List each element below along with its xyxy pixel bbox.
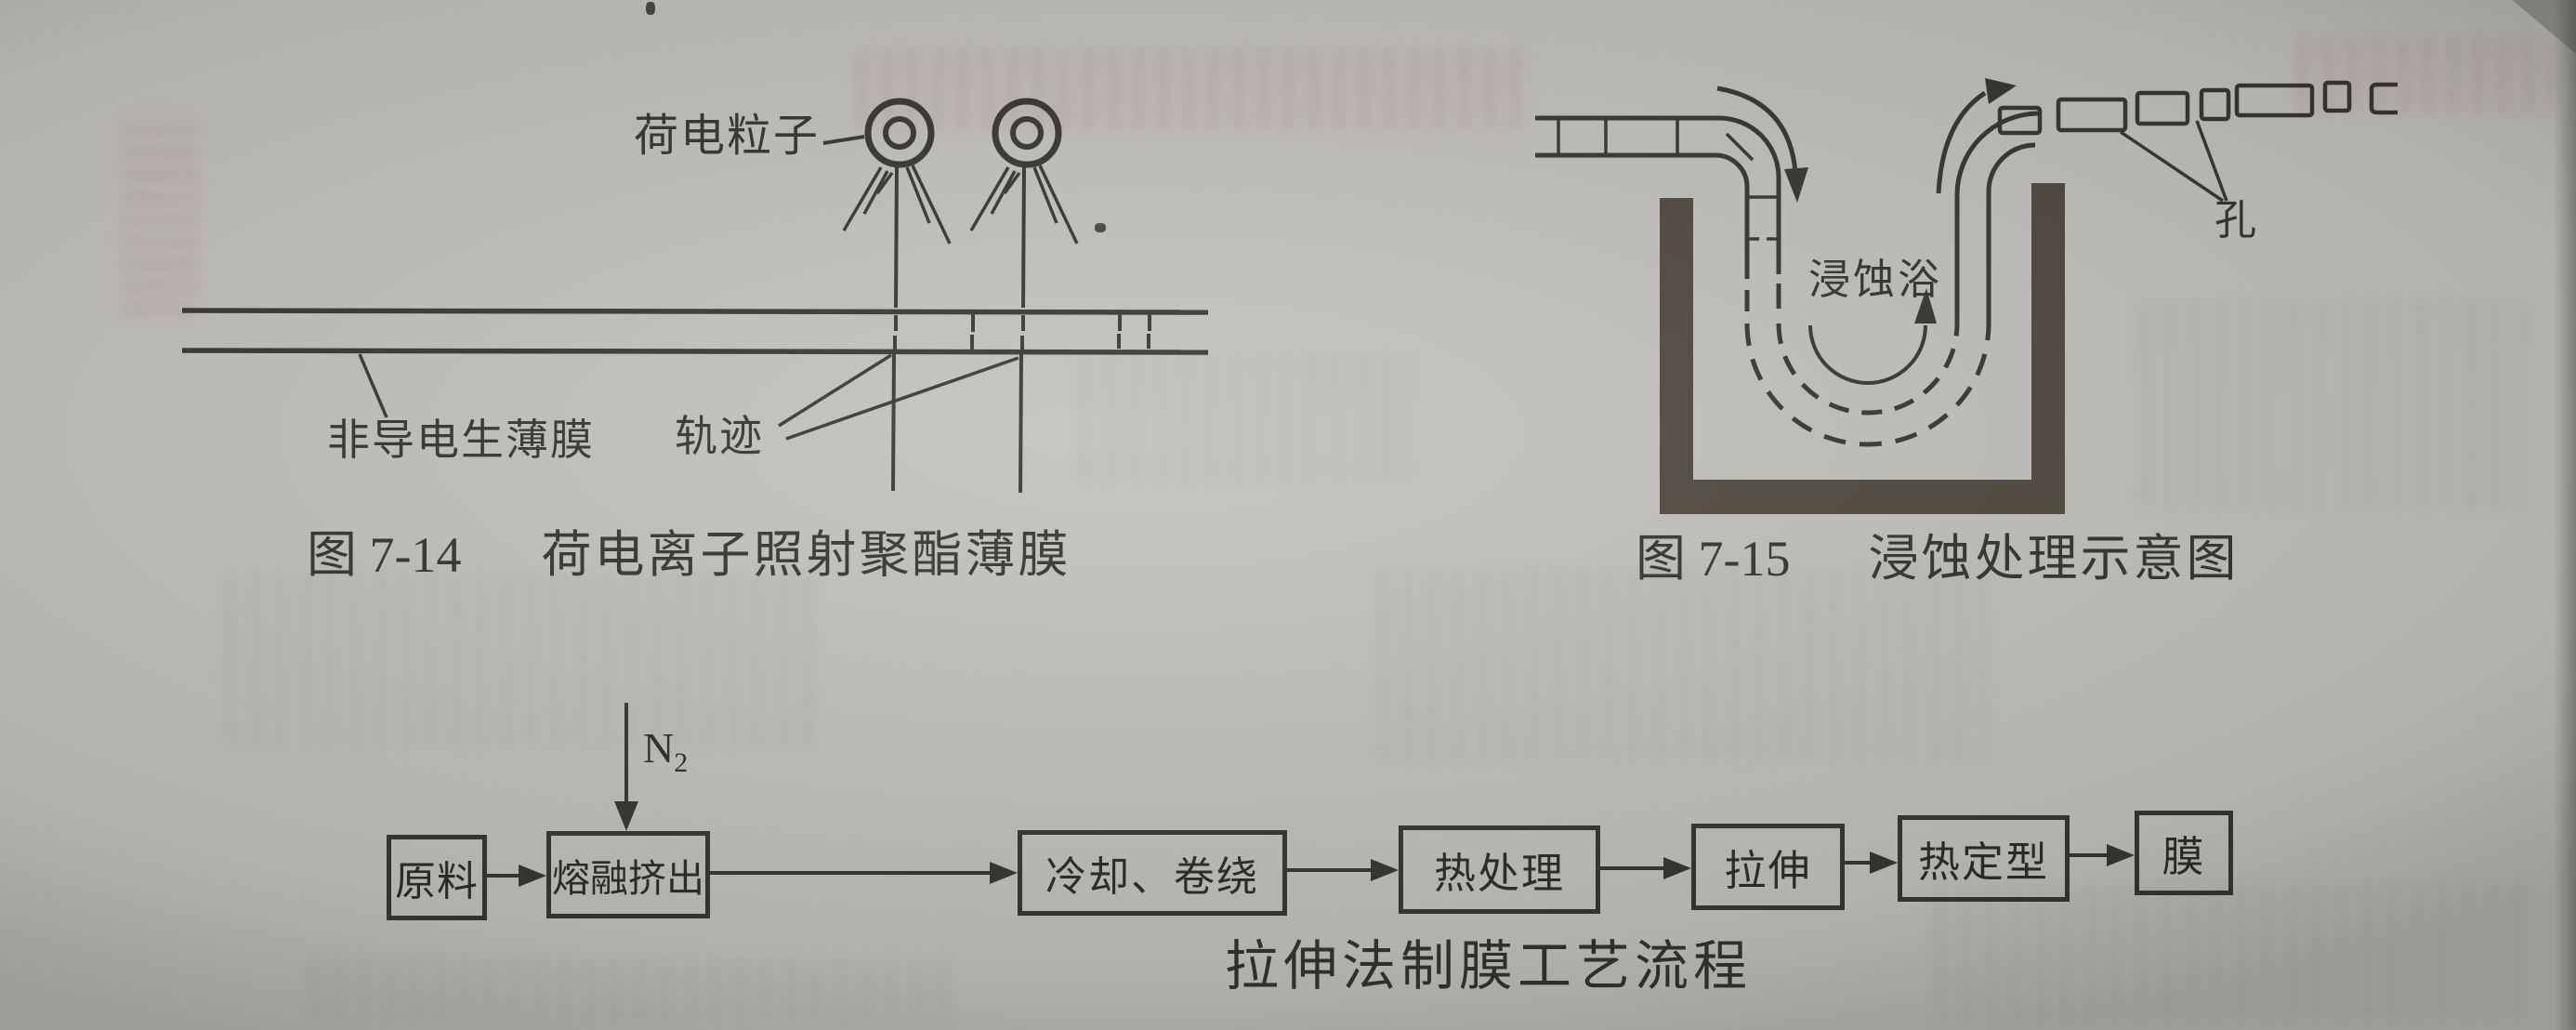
particle-label-leader bbox=[822, 135, 865, 145]
flow-arrow bbox=[1287, 859, 1399, 881]
hole-label: 孔 bbox=[2215, 197, 2257, 244]
hole-label-leader bbox=[2195, 120, 2228, 202]
trajectory-lines bbox=[891, 164, 1026, 494]
figure-7-15-title: 浸蚀处理示意图 bbox=[1868, 531, 2240, 587]
flow-step-heat-setting: 热定型 bbox=[1898, 815, 2070, 902]
charged-particle-icon bbox=[842, 98, 952, 244]
flowchart-title: 拉伸法制膜工艺流程 bbox=[1225, 936, 1753, 997]
n2-symbol: N bbox=[643, 724, 675, 772]
track-label: 轨迹 bbox=[675, 413, 764, 460]
ghost-text-smudge bbox=[2137, 297, 2528, 511]
flow-step-cooling-winding: 冷却、卷绕 bbox=[1018, 830, 1287, 916]
n2-feed-arrow bbox=[613, 703, 639, 831]
figure-7-15-number: 图 7-15 bbox=[1636, 531, 1791, 587]
ghost-text-smudge bbox=[119, 112, 201, 316]
hole-label-leader bbox=[2120, 130, 2224, 203]
fig-7-14-drawing bbox=[181, 98, 1209, 494]
ghost-text-smudge bbox=[1078, 353, 1413, 483]
etching-tank bbox=[1660, 183, 2065, 514]
track-label-leader bbox=[785, 356, 1019, 441]
perforated-film-segments bbox=[1997, 80, 2398, 136]
figure-7-14-number: 图 7-14 bbox=[307, 527, 462, 583]
charged-particle-icon bbox=[969, 98, 1079, 244]
flow-step-film: 膜 bbox=[2135, 811, 2233, 895]
ghost-text-smudge bbox=[307, 957, 957, 1023]
flow-arrow bbox=[2070, 844, 2135, 866]
ghost-text-smudge bbox=[1933, 883, 2528, 1023]
track-tick-marks bbox=[970, 312, 1151, 350]
flow-step-stretching: 拉伸 bbox=[1691, 824, 1845, 910]
flow-arrow bbox=[487, 865, 546, 887]
dust-speck bbox=[646, 2, 655, 15]
film-u-bend bbox=[1744, 288, 1991, 447]
flow-arrow bbox=[710, 862, 1018, 884]
ghost-text-smudge bbox=[2295, 35, 2556, 113]
charged-particle-label: 荷电粒子 bbox=[634, 112, 821, 161]
dust-speck bbox=[1095, 223, 1106, 232]
film-label-leader bbox=[358, 353, 388, 418]
exiting-film bbox=[1954, 111, 2040, 327]
up-exit-arrow-icon bbox=[1936, 78, 2017, 194]
n2-label: N2 bbox=[643, 723, 688, 779]
page-edge-shadow bbox=[2554, 0, 2576, 1030]
film-lines bbox=[181, 308, 1209, 355]
flow-arrow bbox=[1600, 857, 1691, 879]
fig-7-15-drawing bbox=[1535, 78, 2398, 514]
figure-7-14-caption: 图 7-14 荷电离子照射聚酯薄膜 bbox=[307, 513, 1071, 587]
flow-step-heat-treatment: 热处理 bbox=[1399, 825, 1600, 914]
ghost-text-smudge bbox=[855, 48, 1533, 130]
ghost-text-smudge bbox=[223, 572, 818, 748]
flow-step-melt-extrusion: 熔融挤出 bbox=[546, 831, 710, 918]
down-arrow-icon bbox=[1716, 86, 1808, 203]
film-label: 非导电生薄膜 bbox=[327, 416, 595, 464]
ghost-text-smudge bbox=[1375, 567, 1989, 762]
figure-7-15-caption: 图 7-15 浸蚀处理示意图 bbox=[1636, 517, 2239, 590]
track-label-leader bbox=[778, 353, 892, 428]
flow-step-raw-material: 原料 bbox=[387, 835, 487, 920]
etching-bath-label: 浸蚀浴 bbox=[1808, 257, 1943, 303]
up-arrow-icon bbox=[1914, 288, 1937, 324]
n2-subscript: 2 bbox=[674, 747, 689, 779]
entering-film bbox=[1535, 115, 1781, 311]
figure-7-14-title: 荷电离子照射聚酯薄膜 bbox=[541, 527, 1071, 583]
flow-arrow bbox=[1845, 852, 1898, 874]
